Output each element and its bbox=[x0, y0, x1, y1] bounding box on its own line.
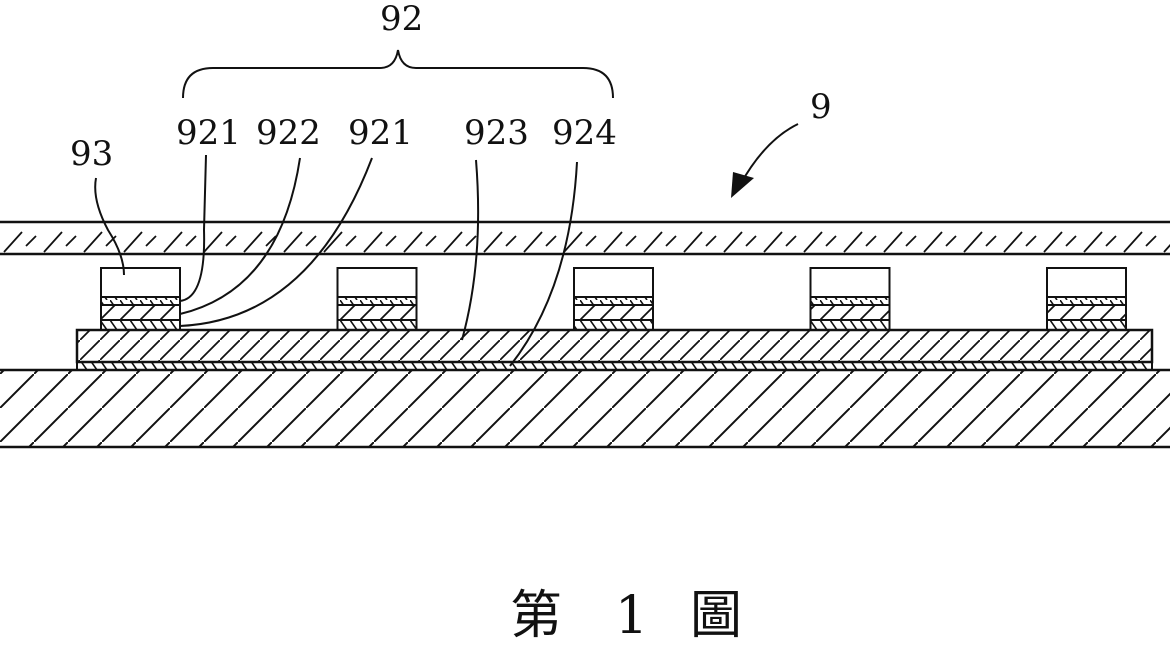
label-924: 924 bbox=[552, 113, 617, 153]
base-layer bbox=[0, 368, 1170, 449]
chip bbox=[336, 267, 418, 331]
chip-layer-921-upper bbox=[1046, 296, 1127, 306]
chip-layer-922 bbox=[809, 304, 891, 321]
chip-array bbox=[100, 267, 1127, 331]
chip-layer-921-upper bbox=[809, 296, 891, 306]
caption-number: 1 bbox=[615, 586, 648, 646]
chip-layer-922 bbox=[1046, 304, 1127, 321]
chip-layer-922 bbox=[100, 304, 181, 321]
chip-layer-921-lower bbox=[573, 319, 654, 331]
brace-92 bbox=[182, 49, 614, 99]
chip bbox=[1046, 267, 1127, 331]
chip bbox=[100, 267, 181, 331]
label-93: 93 bbox=[70, 134, 113, 174]
chip-cap-93 bbox=[336, 267, 418, 298]
caption-suffix: 圖 bbox=[690, 586, 742, 646]
leader-924 bbox=[509, 161, 578, 367]
chip-layer-921-lower bbox=[809, 319, 891, 331]
chip-layer-921-lower bbox=[1046, 319, 1127, 331]
chip-layer-922 bbox=[336, 304, 418, 321]
label-9: 9 bbox=[810, 87, 832, 127]
chip-layer-922 bbox=[573, 304, 654, 321]
leader-93 bbox=[94, 177, 125, 276]
chip-cap-93 bbox=[1046, 267, 1127, 298]
leader-922 bbox=[179, 157, 301, 315]
chip bbox=[809, 267, 891, 331]
leader-921-lower bbox=[179, 157, 373, 327]
leader-921-upper bbox=[179, 154, 207, 302]
arrow-head-9 bbox=[731, 172, 754, 198]
chip-layer-921-upper bbox=[336, 296, 418, 306]
label-923: 923 bbox=[464, 113, 529, 153]
top-plate bbox=[0, 220, 1170, 256]
leader-923 bbox=[461, 159, 480, 341]
chip-layer-921-lower bbox=[100, 319, 181, 331]
label-92: 92 bbox=[380, 0, 423, 39]
chip-layer-921-upper bbox=[100, 296, 181, 306]
chip-cap-93 bbox=[100, 267, 181, 298]
label-921-lower: 921 bbox=[348, 113, 413, 153]
substrate-923 bbox=[75, 328, 1154, 364]
chip-cap-93 bbox=[809, 267, 891, 298]
chip bbox=[573, 267, 654, 331]
leader-9 bbox=[739, 123, 799, 186]
caption-prefix: 第 bbox=[510, 586, 562, 646]
chip-cap-93 bbox=[573, 267, 654, 298]
chip-layer-921-upper bbox=[573, 296, 654, 306]
label-921-upper: 921 bbox=[176, 113, 241, 153]
chip-layer-921-lower bbox=[336, 319, 418, 331]
label-922: 922 bbox=[256, 113, 321, 153]
